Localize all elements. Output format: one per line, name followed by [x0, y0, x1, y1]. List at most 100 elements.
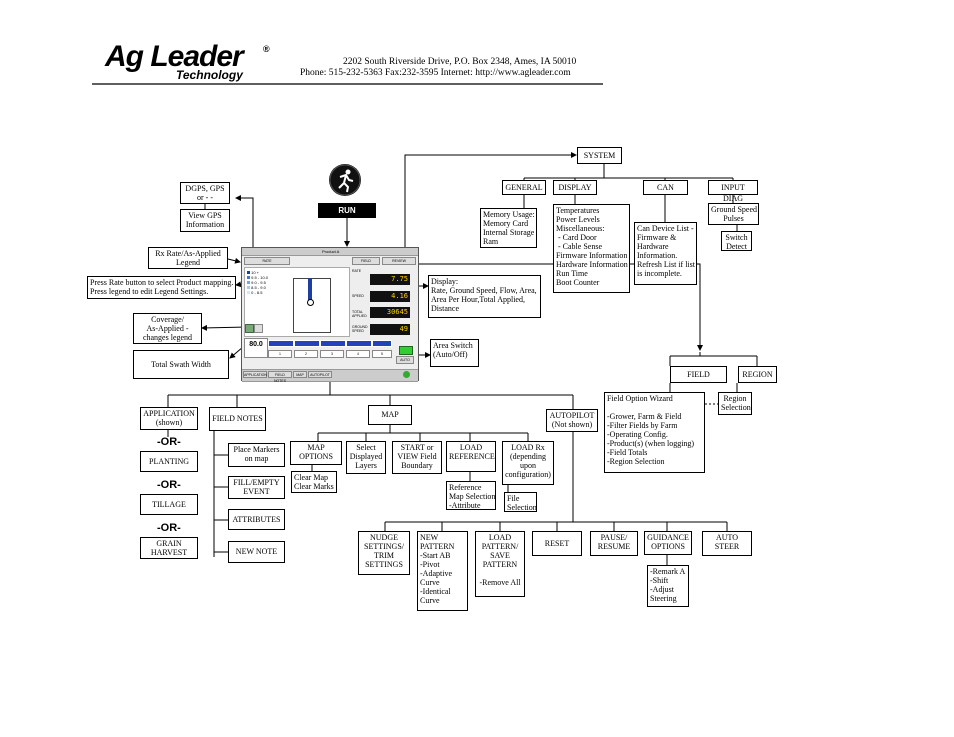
logo-subtitle: Technology — [176, 68, 243, 82]
or-label-1: -OR- — [157, 436, 181, 448]
map-area[interactable]: 10 + 9.5 - 10.0 9.0 - 9.5 8.5 - 9.0 0 - … — [244, 267, 350, 337]
coverage-path — [308, 278, 312, 300]
ag-leader-logo: Ag Leader — [105, 40, 244, 73]
tillage-box[interactable]: TILLAGE — [140, 494, 198, 515]
legend-item: 10 + — [247, 270, 268, 275]
display-box[interactable]: DISPLAY — [553, 180, 597, 195]
label-speed: SPEED — [352, 294, 364, 298]
load-rx-box[interactable]: LOAD Rx (depending upon configuration) — [502, 441, 554, 485]
planting-box[interactable]: PLANTING — [140, 451, 198, 472]
general-box[interactable]: GENERAL — [502, 180, 546, 195]
region-button[interactable]: REGION — [738, 366, 777, 383]
bottom-tab-map[interactable]: MAP — [293, 371, 307, 378]
area-switch-note: Area Switch (Auto/Off) — [430, 339, 479, 367]
bottom-tab-application[interactable]: APPLICATION — [243, 371, 267, 378]
registered-mark: ® — [263, 44, 270, 54]
or-label-3: -OR- — [157, 522, 181, 534]
fill-empty-event-box[interactable]: FILL/EMPTY EVENT — [228, 476, 285, 499]
pause-resume-box[interactable]: PAUSE/ RESUME — [590, 531, 638, 556]
rate-tab[interactable]: RATE — [244, 257, 290, 265]
field-option-wizard: Field Option Wizard -Grower, Farm & Fiel… — [604, 392, 705, 473]
select-layers-box[interactable]: Select Displayed Layers — [346, 441, 386, 474]
view-gps-box[interactable]: View GPS Information — [180, 209, 230, 232]
screen-title-bar: Product A — [242, 248, 418, 256]
label-rate: RATE — [352, 269, 362, 273]
section-bar[interactable] — [268, 340, 294, 347]
input-diag-details: Ground Speed Pulses — [708, 203, 759, 225]
file-selection-box: File Selection — [504, 492, 537, 512]
field-boundary-box[interactable]: START or VIEW Field Boundary — [392, 441, 442, 474]
swath-width-readout[interactable]: 80.0 — [244, 338, 268, 358]
contact-line: Phone: 515-232-5363 Fax:232-3595 Interne… — [300, 68, 571, 78]
bottom-tab-field-notes[interactable]: FIELD NOTES — [268, 371, 292, 383]
grain-harvest-box[interactable]: GRAIN HARVEST — [140, 537, 198, 559]
dgps-box: DGPS, GPS or - - — [180, 182, 230, 204]
map-options-box[interactable]: MAP OPTIONS — [290, 441, 342, 465]
legend-item: 9.0 - 9.5 — [247, 280, 268, 285]
display-details: Temperatures Power Levels Miscellaneous:… — [553, 204, 630, 293]
section-button-1[interactable]: 1 — [268, 350, 292, 358]
review-tab[interactable]: REVIEW — [382, 257, 416, 265]
pan-icon[interactable] — [254, 324, 263, 333]
section-bar[interactable] — [346, 340, 372, 347]
or-label-2: -OR- — [157, 479, 181, 491]
address-line: 2202 South Riverside Drive, P.O. Box 234… — [343, 57, 577, 67]
reference-map-selection: Reference Map Selection -Attribute — [446, 481, 496, 510]
bottom-tab-autopilot[interactable]: AUTOPILOT — [308, 371, 332, 378]
section-button-2[interactable]: 2 — [294, 350, 318, 358]
nudge-settings-box[interactable]: NUDGE SETTINGS/ TRIM SETTINGS — [358, 531, 410, 575]
screen-title: Product A — [322, 249, 340, 254]
new-note-box[interactable]: NEW NOTE — [228, 541, 285, 563]
legend-item: 9.5 - 10.0 — [247, 275, 268, 280]
legend-item: 0 - 8.5 — [247, 290, 268, 295]
guidance-options-list: -Remark A -Shift -Adjust Steering — [647, 565, 689, 607]
coverage-legend-box: Coverage/ As-Applied - changes legend — [133, 313, 202, 344]
rx-rate-legend-box: Rx Rate/As-Applied Legend — [148, 247, 228, 269]
field-notes-tab-box[interactable]: FIELD NOTES — [209, 407, 266, 431]
section-bar[interactable] — [294, 340, 320, 347]
section-button-4[interactable]: 4 — [346, 350, 370, 358]
section-bar[interactable] — [320, 340, 346, 347]
place-markers-box[interactable]: Place Markers on map — [228, 443, 285, 467]
field-tab[interactable]: FIELD — [352, 257, 380, 265]
new-pattern-box[interactable]: NEW PATTERN -Start AB -Pivot -Adaptive C… — [417, 531, 468, 611]
reset-box[interactable]: RESET — [532, 531, 582, 556]
load-pattern-box[interactable]: LOAD PATTERN/ SAVE PATTERN -Remove All — [475, 531, 525, 597]
system-box[interactable]: SYSTEM — [577, 147, 622, 164]
section-button-5[interactable]: 5 — [372, 350, 392, 358]
run-screen: Product A RATE FIELD REVIEW 10 + 9.5 - 1… — [241, 247, 419, 383]
field-button[interactable]: FIELD — [670, 366, 727, 383]
status-icon — [403, 371, 410, 378]
region-selection-box: Region Selection — [718, 392, 752, 415]
run-icon — [329, 164, 361, 196]
input-diag-box[interactable]: INPUT DIAG — [708, 180, 758, 203]
area-switch-indicator[interactable] — [399, 346, 413, 355]
attributes-box[interactable]: ATTRIBUTES — [228, 509, 285, 530]
readout-rate: 7.75 — [370, 274, 410, 285]
legend-list[interactable]: 10 + 9.5 - 10.0 9.0 - 9.5 8.5 - 9.0 0 - … — [247, 270, 268, 295]
application-tab-box[interactable]: APPLICATION (shown) — [140, 407, 198, 430]
field-boundary — [293, 278, 331, 333]
zoom-icon[interactable] — [245, 324, 254, 333]
general-details: Memory Usage: Memory Card Internal Stora… — [480, 208, 537, 248]
vehicle-icon — [307, 299, 314, 306]
auto-button[interactable]: AUTO — [396, 356, 414, 364]
switch-detect-box: Switch Detect — [721, 231, 752, 251]
load-reference-box[interactable]: LOAD REFERENCE — [446, 441, 496, 472]
label-ground-speed: GROUND SPEED — [352, 325, 368, 333]
readout-speed: 4.16 — [370, 291, 410, 302]
autopilot-tab-box[interactable]: AUTOPILOT (Not shown) — [546, 409, 598, 432]
guidance-options-box[interactable]: GUIDANCE OPTIONS — [644, 531, 692, 555]
readout-ground-speed: 49 — [370, 324, 410, 335]
can-box[interactable]: CAN — [643, 180, 688, 195]
can-details: Can Device List - Firmware & Hardware In… — [634, 222, 697, 285]
label-total-applied: TOTAL APPLIED — [352, 310, 367, 318]
display-readout-note: Display: Rate, Ground Speed, Flow, Area,… — [428, 275, 541, 318]
total-swath-box: Total Swath Width — [133, 350, 229, 379]
section-button-3[interactable]: 3 — [320, 350, 344, 358]
auto-steer-box[interactable]: AUTO STEER — [702, 531, 752, 556]
section-bar[interactable] — [372, 340, 392, 347]
clear-map-box[interactable]: Clear Map Clear Marks — [291, 471, 337, 493]
map-tab-box[interactable]: MAP — [368, 405, 412, 425]
